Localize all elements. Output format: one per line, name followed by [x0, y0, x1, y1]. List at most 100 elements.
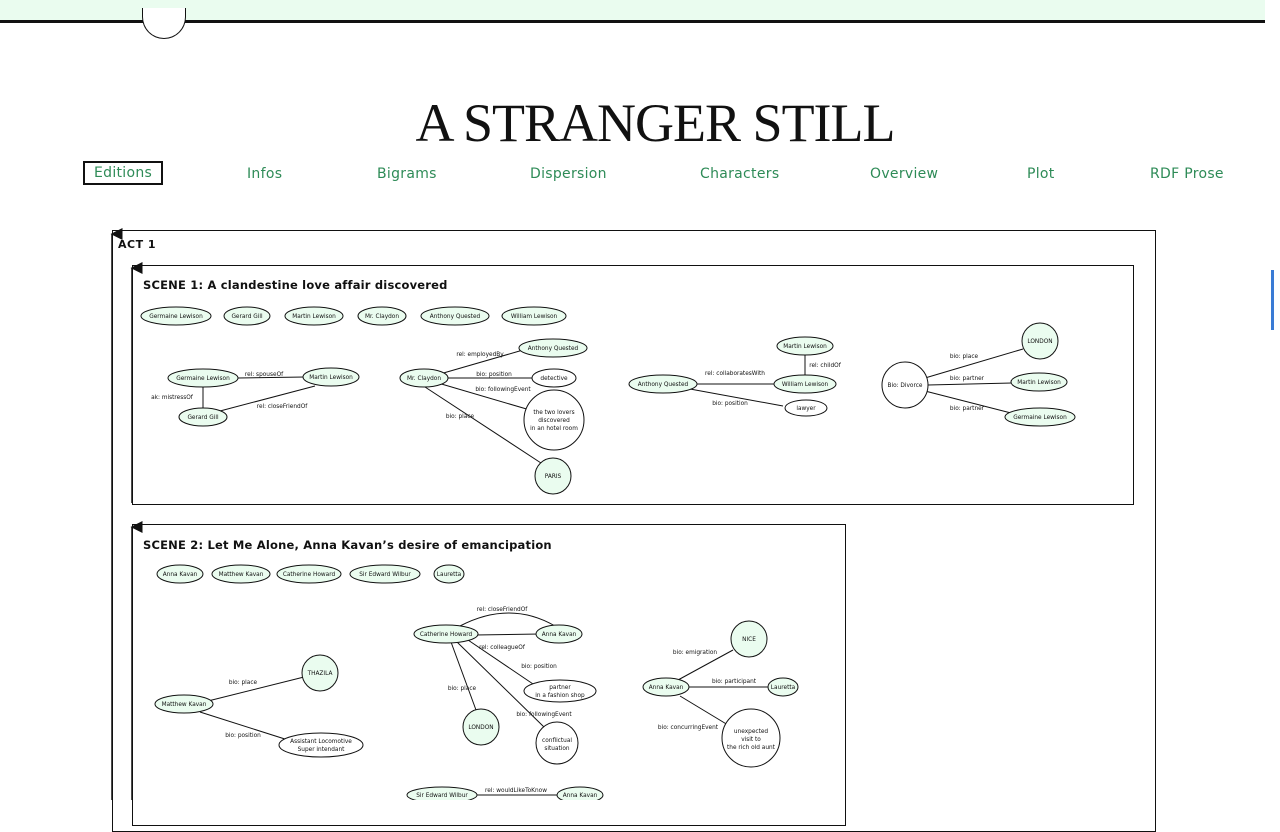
nav-infos[interactable]: Infos: [247, 166, 283, 182]
svg-text:Anthony Quested: Anthony Quested: [430, 314, 481, 320]
nav-overview[interactable]: Overview: [870, 166, 939, 182]
nav-dispersion[interactable]: Dispersion: [530, 166, 607, 182]
svg-text:Martin Lewison: Martin Lewison: [1017, 380, 1061, 386]
edge-label: bio: emigration: [673, 650, 718, 656]
graph-node[interactable]: lawyer: [784, 399, 828, 417]
svg-text:Catherine Howard: Catherine Howard: [283, 572, 336, 578]
graph-node[interactable]: LONDON: [462, 708, 500, 746]
scene-2-character-pills: Anna Kavan Matthew Kavan Catherine Howar…: [156, 564, 465, 584]
character-pill[interactable]: William Lewison: [501, 306, 567, 326]
graph-node[interactable]: THAZILA: [301, 654, 339, 692]
graph-node[interactable]: Anna Kavan: [642, 677, 690, 697]
svg-text:William Lewison: William Lewison: [511, 314, 558, 320]
top-banner: [0, 0, 1265, 23]
svg-text:partner: partner: [549, 685, 571, 691]
graph-node[interactable]: Germaine Lewison: [167, 368, 239, 388]
character-pill[interactable]: Martin Lewison: [284, 306, 344, 326]
svg-text:NICE: NICE: [742, 637, 756, 643]
svg-text:Super intendant: Super intendant: [298, 747, 346, 753]
scene-2-title: SCENE 2: Let Me Alone, Anna Kavan’s desi…: [143, 538, 552, 552]
edge-label: bio: place: [950, 354, 979, 360]
graph-node[interactable]: PARIS: [534, 457, 572, 495]
svg-text:PARIS: PARIS: [545, 474, 562, 480]
edge-label: bio: position: [712, 401, 748, 407]
svg-text:lawyer: lawyer: [796, 406, 816, 412]
character-pill[interactable]: Gerard Gill: [223, 306, 271, 326]
svg-text:Mr. Claydon: Mr. Claydon: [365, 314, 399, 320]
edge-label: bio: position: [521, 664, 557, 670]
graph-node[interactable]: detective: [531, 368, 577, 388]
graph-node[interactable]: Anna Kavan: [535, 624, 583, 644]
graph-node[interactable]: Martin Lewison: [776, 336, 834, 356]
character-pill[interactable]: Mr. Claydon: [357, 306, 407, 326]
svg-text:Germaine Lewison: Germaine Lewison: [176, 376, 230, 382]
svg-text:THAZILA: THAZILA: [307, 671, 333, 677]
graph-node[interactable]: Assistant Locomotive Super intendant: [278, 732, 364, 758]
graph-node[interactable]: Matthew Kavan: [154, 694, 214, 714]
character-pill[interactable]: Catherine Howard: [276, 564, 342, 584]
svg-text:detective: detective: [540, 376, 568, 382]
graph-node[interactable]: Anna Kavan: [556, 786, 604, 800]
graph-node[interactable]: conflictual situation: [535, 721, 579, 765]
graph-node[interactable]: Bio: Divorce: [881, 361, 929, 409]
scene-1-graph-1: Germaine Lewison Martin Lewison Gerard G…: [151, 367, 360, 427]
nav-characters[interactable]: Characters: [700, 166, 780, 182]
character-pill[interactable]: Germaine Lewison: [140, 306, 212, 326]
page-title: A STRANGER STILL: [415, 93, 895, 153]
nav-rdf-prose[interactable]: RDF Prose: [1150, 166, 1224, 182]
edge-label: bio: place: [229, 680, 258, 686]
svg-text:in a fashion shop: in a fashion shop: [535, 693, 585, 699]
svg-text:Catherine Howard: Catherine Howard: [420, 632, 473, 638]
svg-text:the two lovers: the two lovers: [533, 410, 574, 416]
svg-text:LONDON: LONDON: [468, 725, 493, 731]
svg-text:Gerard Gill: Gerard Gill: [231, 314, 263, 320]
graph-node[interactable]: Germaine Lewison: [1004, 407, 1076, 427]
scene-2-graph-4: Sir Edward Wilbur Anna Kavan rel: wouldL…: [406, 786, 604, 800]
graph-node[interactable]: LONDON: [1021, 322, 1059, 360]
character-pill[interactable]: Anthony Quested: [420, 306, 490, 326]
graph-node[interactable]: unexpected visit to the rich old aunt: [721, 708, 781, 768]
graph-node[interactable]: NICE: [730, 620, 768, 658]
edge-label: rel: closeFriendOf: [477, 607, 529, 613]
svg-text:Matthew Kavan: Matthew Kavan: [162, 702, 207, 708]
svg-text:Lauretta: Lauretta: [771, 685, 796, 691]
edge-label: rel: collaboratesWith: [705, 371, 765, 377]
graph-node[interactable]: Martin Lewison: [1010, 372, 1068, 392]
graph-node[interactable]: Anthony Quested: [518, 338, 588, 358]
edge-label: rel: closeFriendOf: [257, 404, 309, 410]
svg-text:Sir Edward Wilbur: Sir Edward Wilbur: [416, 793, 468, 799]
graph-node[interactable]: Sir Edward Wilbur: [406, 786, 478, 800]
scrollbar-thumb[interactable]: [1271, 270, 1274, 330]
graph-node[interactable]: Anthony Quested: [628, 374, 698, 394]
act-label: ACT 1: [118, 238, 157, 251]
character-pill[interactable]: Lauretta: [433, 564, 465, 584]
graph-node[interactable]: Martin Lewison: [302, 367, 360, 387]
scrollbar-track[interactable]: [1265, 0, 1280, 800]
character-pill[interactable]: Anna Kavan: [156, 564, 204, 584]
edge-label: bio: place: [446, 414, 475, 420]
graph-node[interactable]: Gerard Gill: [178, 407, 228, 427]
graph-node[interactable]: the two lovers discovered in an hotel ro…: [523, 389, 585, 451]
svg-text:Anna Kavan: Anna Kavan: [542, 632, 577, 638]
graph-node[interactable]: partner in a fashion shop: [523, 679, 597, 703]
svg-text:Anna Kavan: Anna Kavan: [163, 572, 198, 578]
edge-label: bio: followingEvent: [516, 712, 572, 718]
svg-text:Matthew Kavan: Matthew Kavan: [219, 572, 264, 578]
svg-text:Anthony Quested: Anthony Quested: [528, 346, 579, 352]
graph-node[interactable]: Catherine Howard: [413, 624, 479, 644]
svg-text:Anna Kavan: Anna Kavan: [649, 685, 684, 691]
character-pill[interactable]: Sir Edward Wilbur: [349, 564, 421, 584]
graph-node[interactable]: William Lewison: [773, 374, 837, 394]
scene-2-graph-3: Anna Kavan NICE Lauretta unexpected visi…: [642, 620, 799, 768]
edge-label: bio: position: [476, 372, 512, 378]
nav-bigrams[interactable]: Bigrams: [377, 166, 437, 182]
edge-label: ak: mistressOf: [151, 395, 194, 401]
graph-node[interactable]: Mr. Claydon: [399, 368, 449, 388]
scene-1-graph-4: Bio: Divorce LONDON Martin Lewison Germa…: [881, 322, 1076, 427]
graph-node[interactable]: Lauretta: [767, 677, 799, 697]
svg-text:LONDON: LONDON: [1027, 339, 1052, 345]
svg-text:Assistant Locomotive: Assistant Locomotive: [290, 739, 352, 745]
nav-plot[interactable]: Plot: [1027, 166, 1055, 182]
character-pill[interactable]: Matthew Kavan: [211, 564, 271, 584]
nav-editions[interactable]: Editions: [83, 161, 164, 185]
